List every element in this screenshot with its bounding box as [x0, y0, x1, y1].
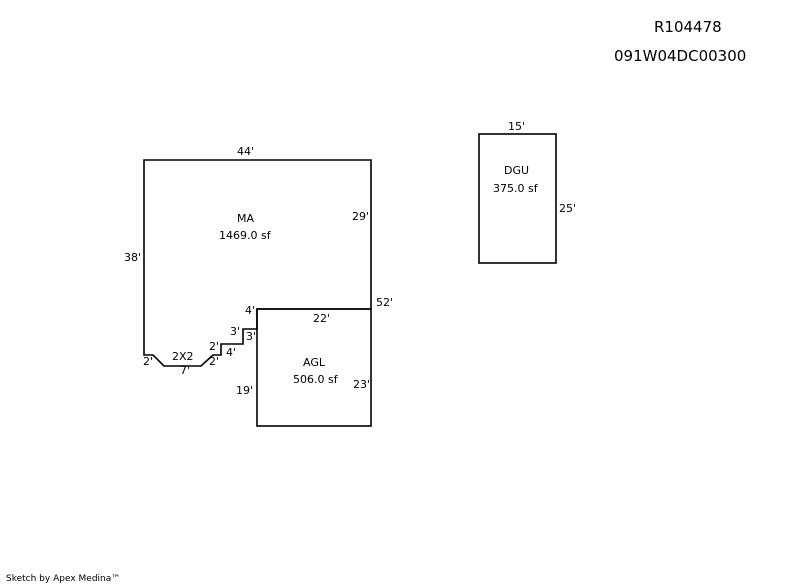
dim-dgu-top: 15': [508, 120, 525, 133]
agl-outline: [256, 308, 372, 427]
dim-ma-left: 38': [124, 251, 141, 264]
dim-agl-top-left: 4': [245, 304, 255, 317]
dim-agl-right: 23': [353, 378, 370, 391]
dim-ma-top: 44': [237, 145, 254, 158]
dim-step-3b: 3': [246, 330, 256, 343]
agl-area: 506.0 sf: [293, 373, 339, 386]
dim-agl-left: 19': [236, 384, 253, 397]
agl-code: AGL: [303, 356, 326, 369]
dgu-code: DGU: [504, 164, 529, 177]
record-id: R104478: [654, 18, 722, 36]
dim-step-2b: 2': [209, 355, 219, 368]
dgu-area: 375.0 sf: [493, 182, 539, 195]
ma-code: MA: [237, 212, 254, 225]
parcel-number: 091W04DC00300: [614, 47, 747, 65]
dim-agl-top: 22': [313, 312, 330, 325]
dim-step-3a: 3': [230, 325, 240, 338]
dim-bump-label: 2X2: [172, 350, 194, 363]
dim-dgu-right: 25': [559, 202, 576, 215]
dim-bump-bottom: 7': [180, 364, 190, 377]
ma-area: 1469.0 sf: [219, 229, 272, 242]
dim-ma-right: 29': [352, 210, 369, 223]
sketch-credit: Sketch by Apex Medina™: [6, 574, 121, 584]
dim-main-right: 52': [376, 296, 393, 309]
dgu-outline: [478, 133, 557, 264]
dim-ma-bottom-left: 2': [143, 355, 153, 368]
dim-step-4: 4': [226, 346, 236, 359]
dim-step-2a: 2': [209, 340, 219, 353]
